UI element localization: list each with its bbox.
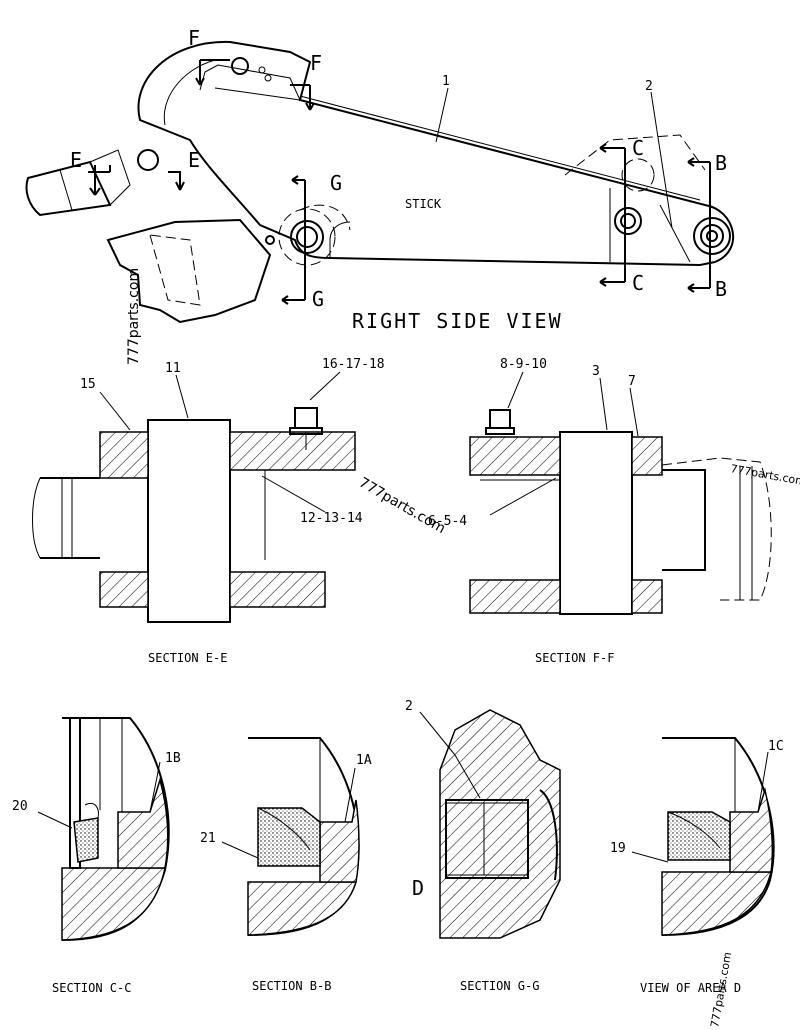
section-marker-e: E E: [70, 148, 200, 196]
callout-7: 7: [628, 374, 636, 389]
pin-f: [559, 431, 633, 615]
callout-1: 1: [442, 74, 450, 89]
stick-label: STICK: [405, 197, 442, 211]
callout-15: 15: [80, 377, 96, 392]
marker-e-right: E: [188, 148, 200, 172]
marker-f-left: F: [188, 26, 200, 50]
watermark-center: 777parts.com: [356, 475, 448, 537]
callout-19: 19: [610, 841, 626, 856]
area-d-marker: D: [412, 876, 424, 900]
caption-f: SECTION F-F: [535, 651, 614, 665]
caption-d: VIEW OF AREA D: [640, 981, 741, 995]
section-f-f: 8-9-10 3 7 6-5-4 SECTION F-F: [428, 357, 772, 665]
callout-11: 11: [165, 361, 181, 376]
pin-boss-f: [231, 57, 272, 82]
section-marker-c: C C: [599, 136, 644, 295]
pin-boss-b: [693, 217, 731, 255]
view-of-area-d: 1C 19 VIEW OF AREA D: [610, 737, 784, 995]
callout-1b: 1B: [165, 751, 181, 766]
marker-g-top: G: [330, 171, 342, 195]
callout-2-section-g: 2: [405, 699, 413, 714]
callout-1c: 1C: [768, 739, 784, 754]
bucket-linkage: [106, 218, 275, 324]
pin-boss-g: [278, 208, 336, 266]
callout-21: 21: [200, 831, 216, 846]
section-e-e: 15 11 16-17-18 12-13-14 SECTION E-E: [32, 357, 385, 665]
marker-b-top: B: [715, 151, 727, 175]
caption-c: SECTION C-C: [52, 981, 131, 995]
pin-e: [147, 419, 231, 623]
watermark-left: 777parts.com: [126, 268, 142, 365]
callout-1a: 1A: [356, 753, 372, 768]
callout-16-17-18: 16-17-18: [322, 357, 385, 372]
section-c-c: 1B 20 SECTION C-C: [12, 717, 181, 995]
section-g-g: 2 D SECTION G-G: [405, 699, 561, 993]
section-marker-g: G G: [281, 171, 342, 311]
marker-c-top: C: [632, 136, 644, 160]
callout-6-5-4: 6-5-4: [428, 514, 467, 529]
caption-g: SECTION G-G: [460, 979, 539, 993]
marker-e-left: E: [70, 148, 82, 172]
caption-b: SECTION B-B: [252, 979, 331, 993]
marker-b-bottom: B: [715, 277, 727, 301]
section-marker-f: F F: [188, 26, 322, 111]
cylinder-rod-end: [25, 149, 159, 217]
view-title: RIGHT SIDE VIEW: [352, 309, 563, 333]
pin-boss-c: [614, 158, 655, 235]
callout-20: 20: [12, 799, 28, 814]
section-b-b: 1A 21 SECTION B-B: [200, 737, 372, 993]
marker-f-right: F: [310, 51, 322, 75]
stick-outline: [137, 40, 734, 267]
marker-g-bottom: G: [312, 287, 324, 311]
right-side-view: E E F F G G C C: [25, 26, 734, 333]
callout-2-main: 2: [645, 79, 653, 94]
callout-12-13-14: 12-13-14: [300, 511, 363, 526]
caption-e: SECTION E-E: [148, 651, 227, 665]
callout-3: 3: [592, 364, 600, 379]
marker-c-bottom: C: [632, 271, 644, 295]
section-marker-b: B B: [687, 151, 727, 301]
callout-8-9-10: 8-9-10: [500, 357, 547, 372]
